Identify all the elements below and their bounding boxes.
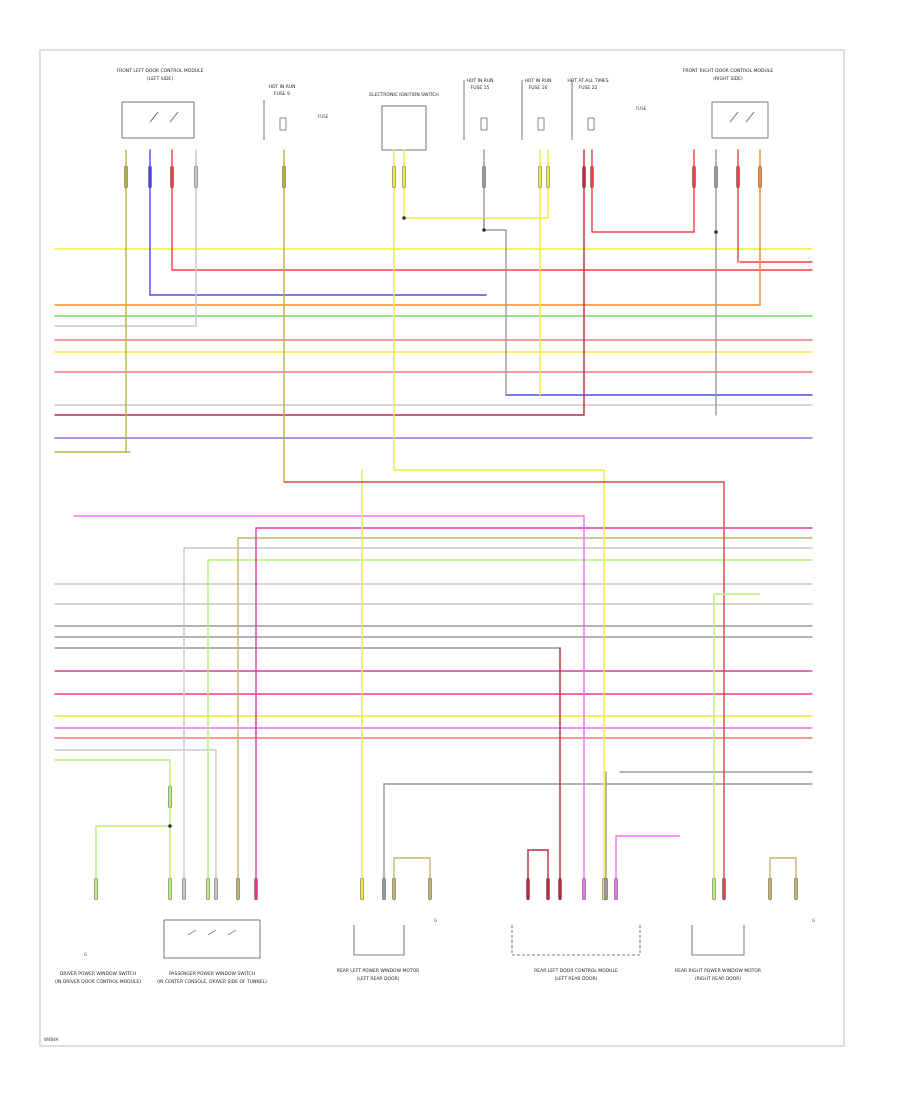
bottom-component-label: REAR RIGHT POWER WINDOW MOTOR: [675, 968, 761, 974]
connector-pin: [382, 877, 386, 901]
connector-pin: [168, 785, 172, 809]
connector-pin: [360, 877, 364, 901]
connector-pin: [254, 877, 258, 901]
top-component-left-door-module: FRONT LEFT DOOR CONTROL MODULE (LEFT SID…: [117, 68, 204, 139]
connector-pin: [124, 165, 128, 189]
horizontal-wire-bus: [54, 248, 813, 785]
connector-pin: [582, 165, 586, 189]
diagram-frame: [39, 49, 845, 1047]
connector-pin: [428, 877, 432, 901]
top-component-fuse-22: HOT AT ALL TIMES FUSE 22 FUSE: [567, 78, 647, 140]
connector-pin: [604, 877, 608, 901]
connector-pin: [794, 877, 798, 901]
top-component-label: HOT IN RUN: [268, 84, 295, 90]
bottom-component-rear-right-window-motor: REAR RIGHT POWER WINDOW MOTOR (RIGHT REA…: [675, 918, 815, 982]
top-component-label: HOT AT ALL TIMES: [567, 78, 608, 84]
top-component-label: HOT IN RUN: [524, 78, 551, 84]
connector-pin: [182, 877, 186, 901]
connector-pin: [392, 877, 396, 901]
top-component-sublabel: (LEFT SIDE): [147, 76, 173, 82]
connector-pin: [590, 165, 594, 189]
bottom-component-label: REAR LEFT POWER WINDOW MOTOR: [337, 968, 420, 974]
connector-pin: [692, 165, 696, 189]
bottom-component-sublabel: (RIGHT REAR DOOR): [695, 976, 742, 982]
connector-pin: [736, 165, 740, 189]
top-component-label: FRONT LEFT DOOR CONTROL MODULE: [117, 68, 204, 74]
top-component-sublabel: (RIGHT SIDE): [713, 76, 743, 82]
bottom-component-rear-left-door-module: REAR LEFT DOOR CONTROL MODULE (LEFT REAR…: [511, 925, 641, 982]
top-component-fuse-16: HOT IN RUN FUSE 16: [521, 78, 552, 140]
bottom-component-driver-window-switch: DRIVER POWER WINDOW SWITCH (IN DRIVER DO…: [55, 952, 141, 985]
wire-junction-dot: [482, 228, 486, 232]
connector-pin: [758, 165, 762, 189]
connector-pin: [170, 165, 174, 189]
bottom-component-rear-left-window-motor: REAR LEFT POWER WINDOW MOTOR (LEFT REAR …: [337, 918, 437, 982]
top-component-ignition-switch: ELECTRONIC IGNITION SWITCH: [369, 92, 439, 151]
bottom-component-sublabel: (LEFT REAR DOOR): [357, 976, 400, 982]
connector-pin: [526, 877, 530, 901]
top-component-sublabel: FUSE 15: [471, 85, 490, 91]
connector-pin: [482, 165, 486, 189]
top-component-sublabel: FUSE 9: [274, 91, 290, 97]
diagram-footer-code: W4B4A: [44, 1037, 59, 1042]
connector-pin: [94, 877, 98, 901]
connector-pin: [194, 165, 198, 189]
ground-label: G: [812, 918, 815, 923]
bottom-component-passenger-window-switch: PASSENGER POWER WINDOW SWITCH (IN CENTER…: [157, 919, 267, 985]
connector-pin: [614, 877, 618, 901]
connector-pin: [582, 877, 586, 901]
bottom-component-sublabel: (LEFT REAR DOOR): [555, 976, 598, 982]
connector-pin: [148, 165, 152, 189]
connector-pin: [546, 165, 550, 189]
jumper-wire: [393, 857, 431, 880]
top-component-sublabel: FUSE 16: [529, 85, 548, 91]
connector-pin: [546, 877, 550, 901]
jumper-wire: [769, 857, 797, 880]
bottom-component-sublabel: (IN CENTER CONSOLE, DRIVER SIDE OF TUNNE…: [157, 979, 267, 985]
jumper-wire: [484, 229, 507, 395]
connector-pin: [714, 165, 718, 189]
wire-junction-dot: [402, 216, 406, 220]
connector-pin: [392, 165, 396, 189]
connector-pin: [538, 165, 542, 189]
vertical-wire-group: [95, 149, 797, 891]
ground-label: G: [434, 918, 437, 923]
connector-pin: [168, 877, 172, 901]
connector-pin: [712, 877, 716, 901]
bottom-component-sublabel: (IN DRIVER DOOR CONTROL MODULE): [55, 979, 141, 985]
connector-pin: [768, 877, 772, 901]
ground-label: G: [84, 952, 87, 957]
top-component-label: ELECTRONIC IGNITION SWITCH: [369, 92, 439, 98]
wire-junction-dot: [168, 824, 172, 828]
connector-pin: [206, 877, 210, 901]
connector-pin: [402, 165, 406, 189]
top-component-label: HOT IN RUN: [466, 78, 493, 84]
wire-junction-dot: [714, 230, 718, 234]
connector-pin: [558, 877, 562, 901]
top-component-fuse-15: HOT IN RUN FUSE 15: [463, 78, 494, 140]
bottom-component-label: PASSENGER POWER WINDOW SWITCH: [169, 971, 255, 977]
connector-group: [94, 165, 798, 901]
fuse-note: FUSE: [318, 114, 329, 119]
jumper-wire: [615, 835, 680, 880]
connector-pin: [214, 877, 218, 901]
connector-pin: [236, 877, 240, 901]
top-component-sublabel: FUSE 22: [579, 85, 598, 91]
top-component-right-door-module: FRONT RIGHT DOOR CONTROL MODULE (RIGHT S…: [683, 68, 774, 139]
jumper-wire: [527, 849, 549, 880]
bottom-component-label: REAR LEFT DOOR CONTROL MODULE: [534, 968, 618, 974]
bottom-component-label: DRIVER POWER WINDOW SWITCH: [60, 971, 136, 977]
connector-pin: [282, 165, 286, 189]
top-component-label: FRONT RIGHT DOOR CONTROL MODULE: [683, 68, 774, 74]
connector-pin: [722, 877, 726, 901]
top-component-fuse-9: HOT IN RUN FUSE 9 FUSE: [263, 84, 329, 140]
fuse-note: FUSE: [636, 106, 647, 111]
